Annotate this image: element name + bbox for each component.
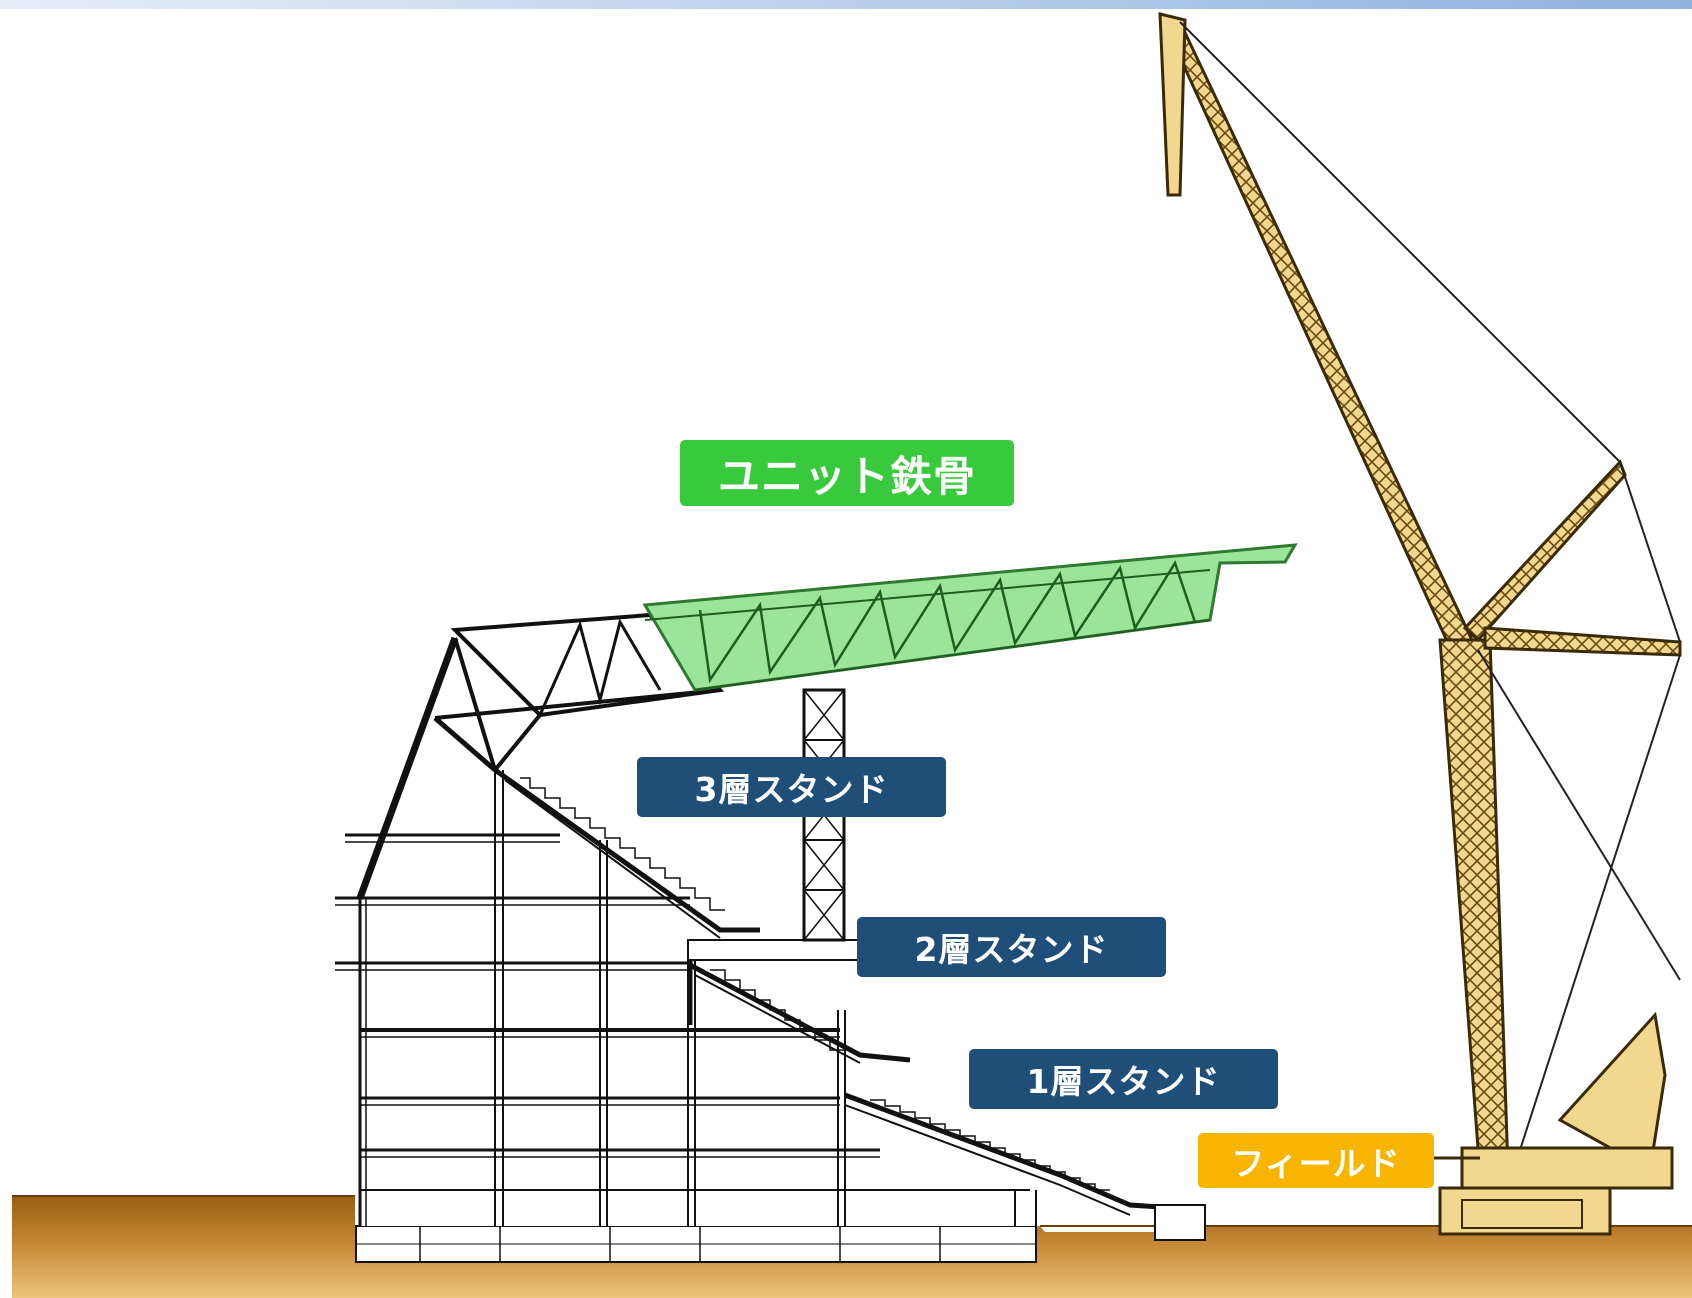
crawler-crane [1158, 12, 1682, 1236]
stand-1f-label: 1層スタンド [969, 1049, 1278, 1109]
unit-steel-truss [642, 543, 1298, 692]
stand-3f-label: 3層スタンド [637, 757, 946, 817]
roof-truss [434, 612, 725, 772]
stadium-structure [335, 636, 1206, 1263]
unit-steel-label: ユニット鉄骨 [680, 440, 1014, 506]
stand-2f-label: 2層スタンド [857, 917, 1166, 977]
field-label: フィールド [1198, 1133, 1434, 1188]
header-band [0, 0, 1692, 9]
